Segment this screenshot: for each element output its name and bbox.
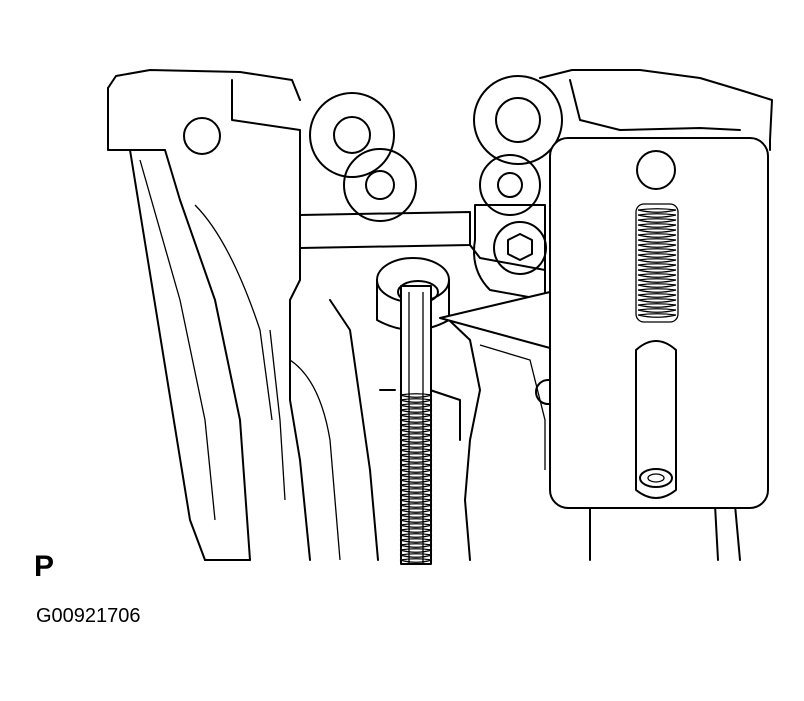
zoom-callout-box [549,137,769,509]
callout-spring [635,203,679,323]
callout-leader [439,291,551,349]
view-label: P [34,550,55,583]
callout-pin [635,340,677,499]
rod-spring [399,393,433,563]
figure-code: G00921706 [36,605,141,627]
transmission-housing [107,69,773,561]
check-ball [636,150,676,190]
